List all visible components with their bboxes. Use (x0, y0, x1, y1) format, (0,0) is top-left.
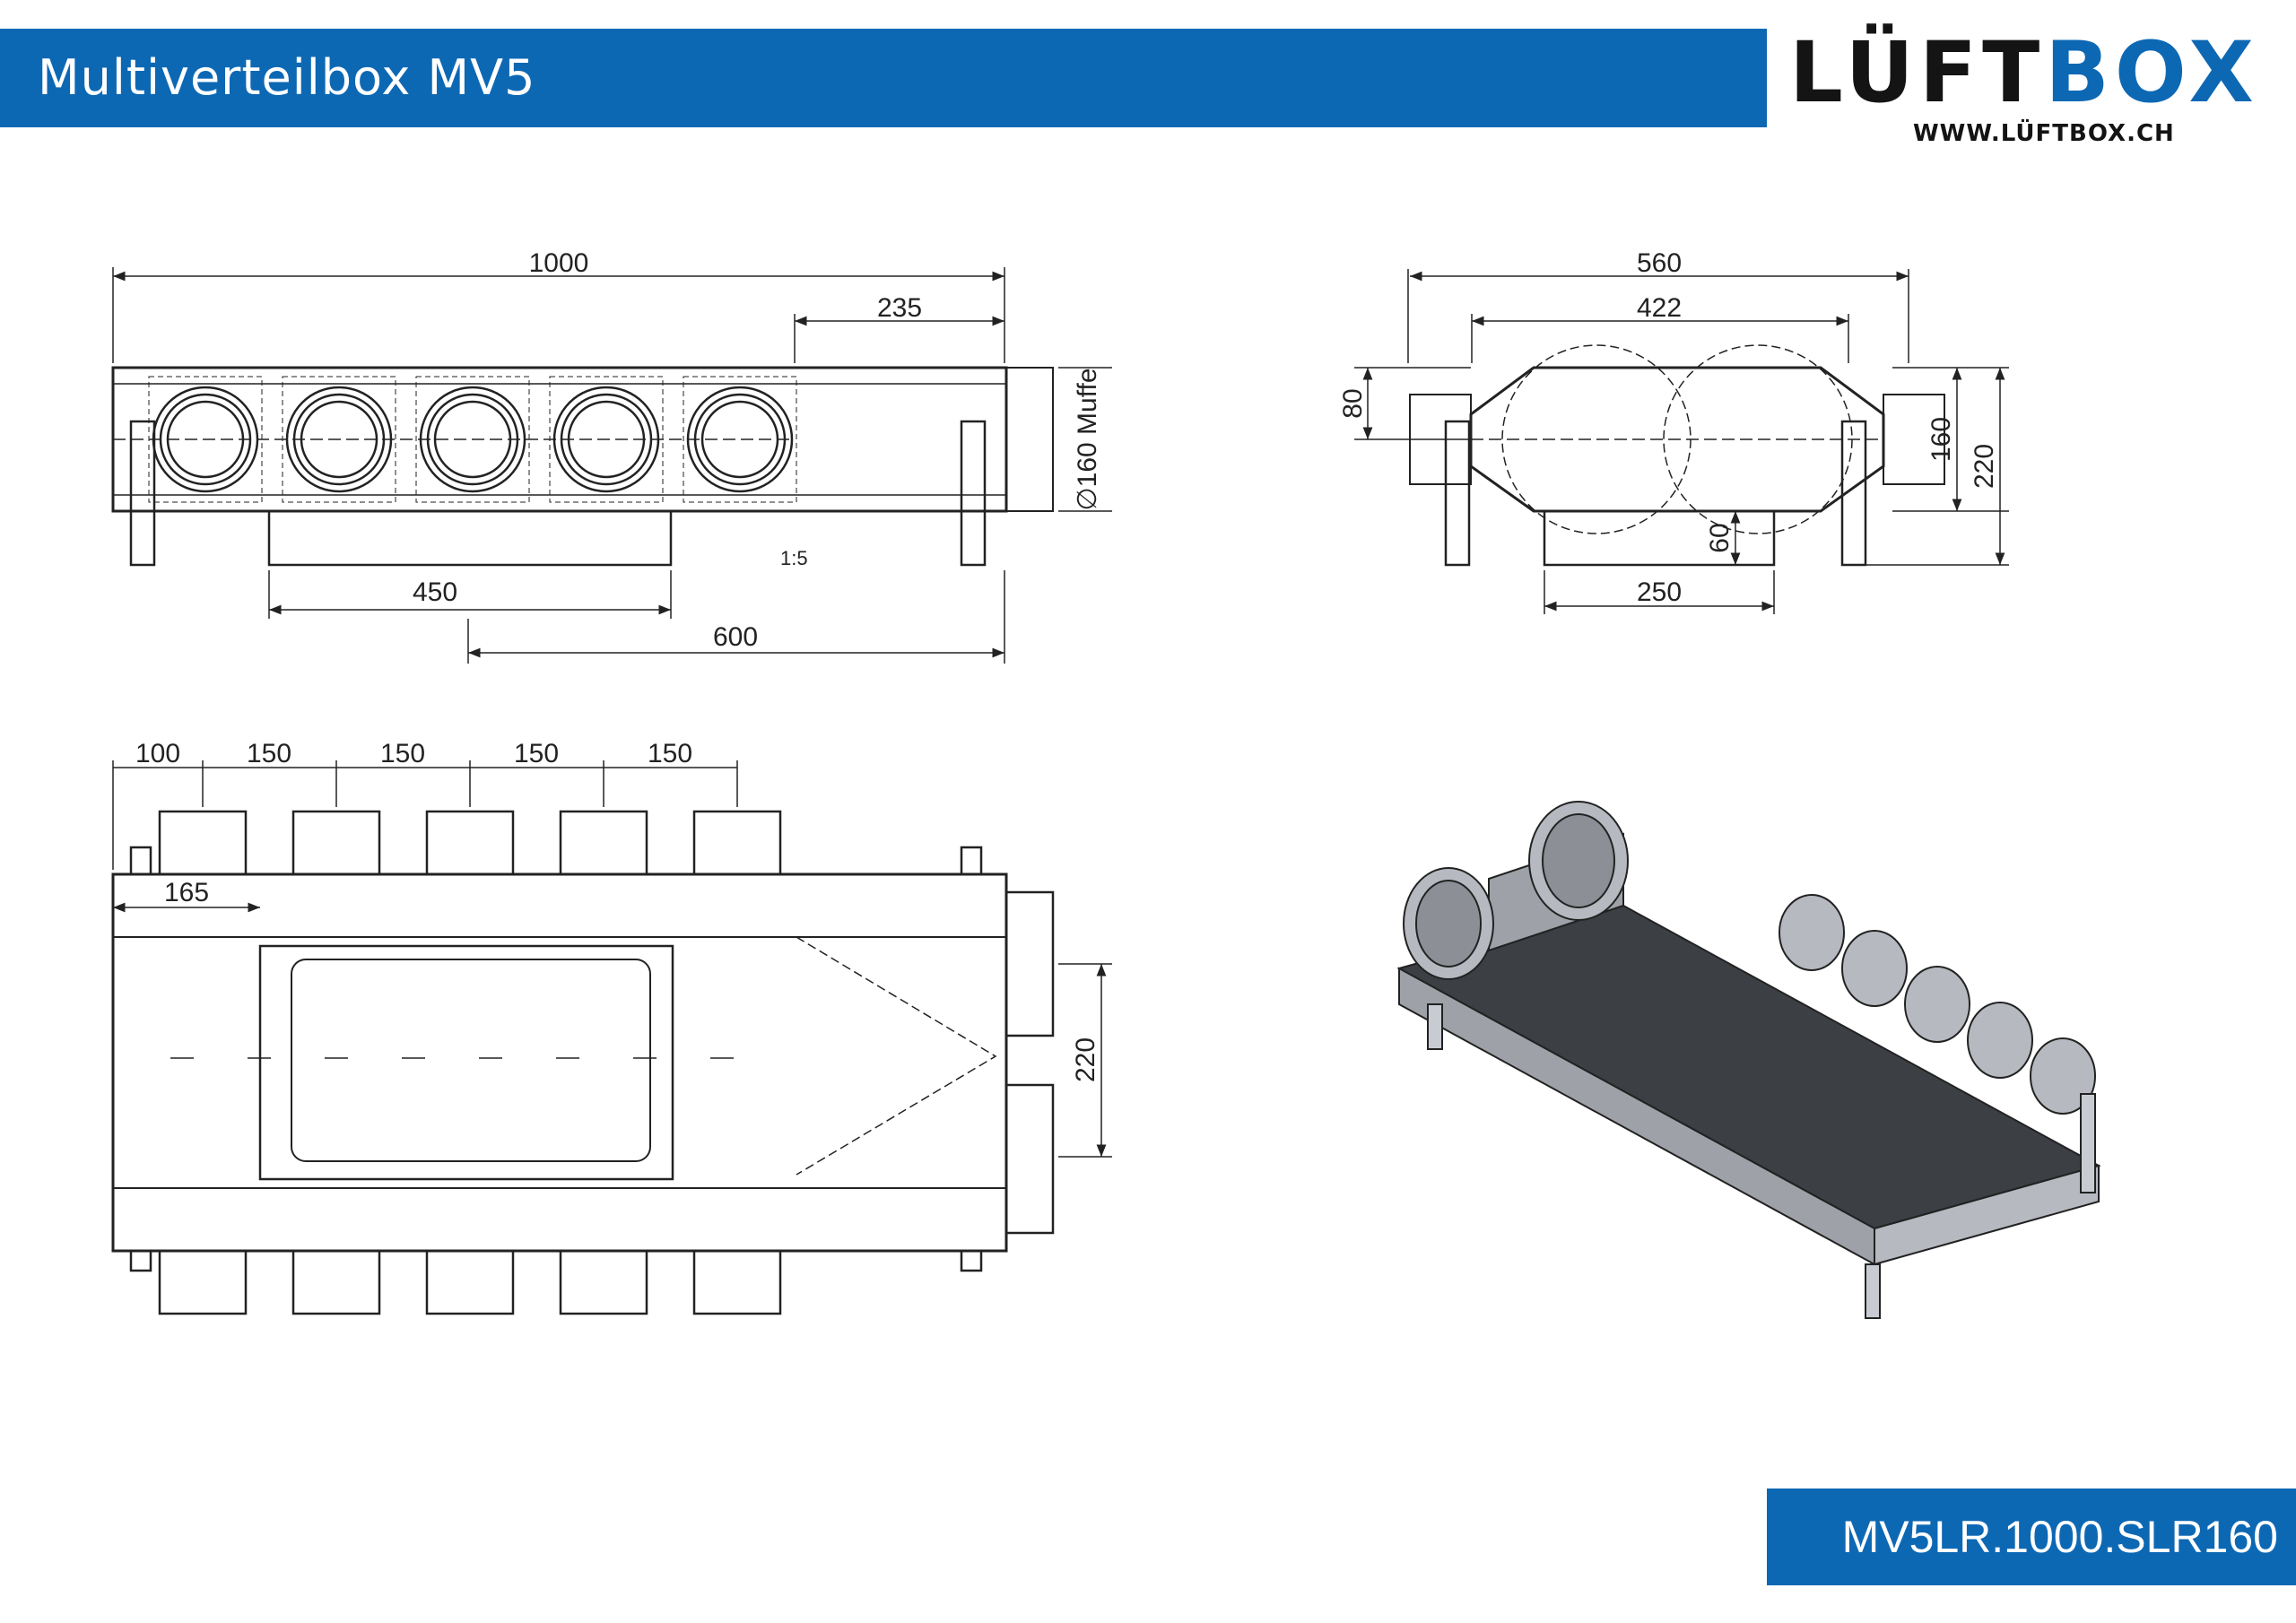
spacing-label-3: 150 (380, 739, 425, 768)
dim-450: 450 (413, 577, 457, 607)
dim-560: 560 (1637, 248, 1682, 278)
dim-60: 60 (1705, 523, 1735, 552)
diameter-label: ∅160 Muffe (1073, 368, 1102, 510)
logo-wordmark: LÜFTBOX (1789, 29, 2259, 118)
page-title: Multiverteilbox MV5 (38, 49, 536, 106)
dim-422: 422 (1637, 293, 1682, 323)
spacing-label-2: 150 (247, 739, 291, 768)
isometric-view (1396, 801, 2101, 1319)
dim-80: 80 (1338, 388, 1368, 418)
spacing-label-1: 100 (135, 739, 180, 768)
front-view (111, 267, 1112, 664)
logo-word-dark: LÜFT (1789, 24, 2046, 122)
scale-label: 1:5 (780, 547, 808, 569)
dim-165: 165 (164, 878, 209, 907)
product-code-box: MV5LR.1000.SLR160 (1767, 1488, 2296, 1585)
logo-url: WWW.LÜFTBOX.CH (1913, 120, 2175, 147)
dim-600: 600 (713, 622, 758, 652)
top-view (111, 760, 1112, 1315)
front-socket-rings (152, 386, 794, 493)
product-code: MV5LR.1000.SLR160 (1841, 1512, 2278, 1562)
brand-logo: LÜFTBOX WWW.LÜFTBOX.CH (1789, 29, 2274, 154)
dim-220-top: 220 (1071, 1037, 1100, 1082)
dim-160: 160 (1926, 417, 1956, 462)
dim-220: 220 (1970, 444, 1999, 489)
spacing-label-5: 150 (648, 739, 692, 768)
dim-1000: 1000 (529, 248, 589, 278)
title-bar: Multiverteilbox MV5 (0, 29, 1767, 127)
spacing-label-4: 150 (514, 739, 559, 768)
side-view (1354, 269, 2009, 614)
dim-235: 235 (877, 293, 922, 323)
dim-250: 250 (1637, 577, 1682, 607)
logo-word-blue: BOX (2045, 24, 2259, 122)
